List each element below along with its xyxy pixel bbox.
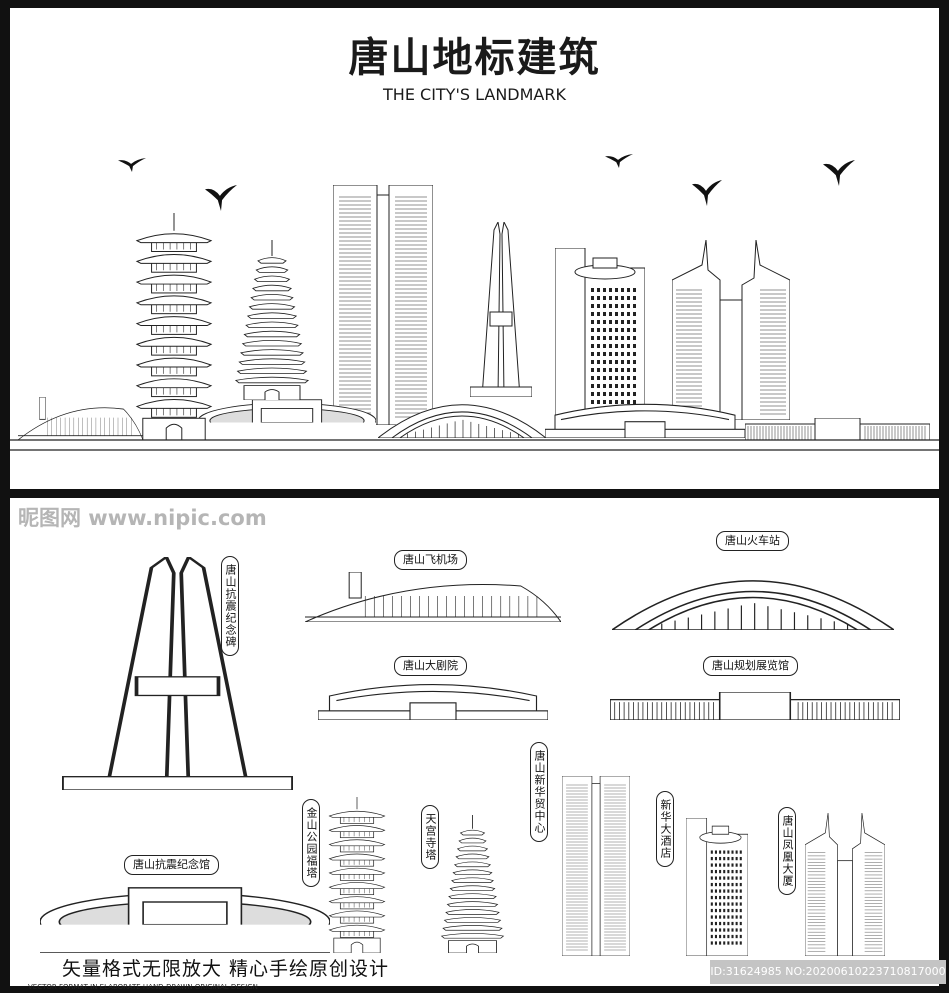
label-monument: 唐山抗震纪念碑 [221, 556, 239, 656]
trade-center-drawing [562, 776, 630, 956]
label-phoenix-tower: 唐山凤凰大厦 [778, 807, 796, 895]
label-exhibition: 唐山规划展览馆 [703, 656, 798, 676]
watermark: 昵图网 www.nipic.com [18, 506, 267, 530]
page-title: 唐山地标建筑 [348, 35, 601, 81]
skyline-xinhua-hotel [555, 248, 645, 418]
skyline-exhibition [745, 418, 930, 440]
label-station: 唐山火车站 [716, 531, 789, 551]
label-jinshan-pagoda: 金山公园福塔 [302, 799, 320, 887]
theater-drawing [318, 683, 548, 720]
xinhua-hotel-drawing [686, 818, 748, 956]
page-subtitle: THE CITY'S LANDMARK [383, 85, 566, 104]
label-theater: 唐山大剧院 [394, 656, 467, 676]
monument-drawing [62, 557, 293, 790]
slogan: 矢量格式无限放大 精心手绘原创设计 [62, 958, 390, 980]
bird-icon [823, 160, 855, 186]
label-tiangong-pagoda: 天宫寺塔 [421, 805, 439, 869]
station-drawing [612, 580, 894, 630]
image-id: ID:31624985 NO:20200610223710817000 [710, 960, 946, 984]
skyline-phoenix-tower [672, 240, 790, 420]
skyline-trade-center [333, 185, 433, 425]
skyline-tiangong-pagoda [235, 240, 309, 400]
label-xinhua-hotel: 新华大酒店 [656, 791, 674, 867]
skyline-monument [470, 222, 532, 397]
bird-icon [692, 180, 722, 206]
bird-icon [205, 185, 237, 211]
slogan-english: VECTOR FORMAT IN ELABORATE HAND-DRAWN OR… [28, 983, 258, 991]
memorial-hall-drawing [40, 887, 330, 953]
bird-icon [118, 158, 146, 172]
tiangong-pagoda-drawing [441, 815, 504, 953]
label-trade-center: 唐山新华贸中心 [530, 742, 548, 842]
jinshan-pagoda-drawing [329, 797, 385, 953]
exhibition-drawing [610, 692, 900, 720]
label-memorial-hall: 唐山抗震纪念馆 [124, 855, 219, 875]
skyline-jinshan-pagoda [136, 213, 212, 440]
skyline-airport [18, 397, 143, 440]
bird-icon [605, 154, 633, 168]
airport-drawing [305, 572, 561, 622]
label-airport: 唐山飞机场 [394, 550, 467, 570]
phoenix-tower-drawing [805, 813, 885, 956]
